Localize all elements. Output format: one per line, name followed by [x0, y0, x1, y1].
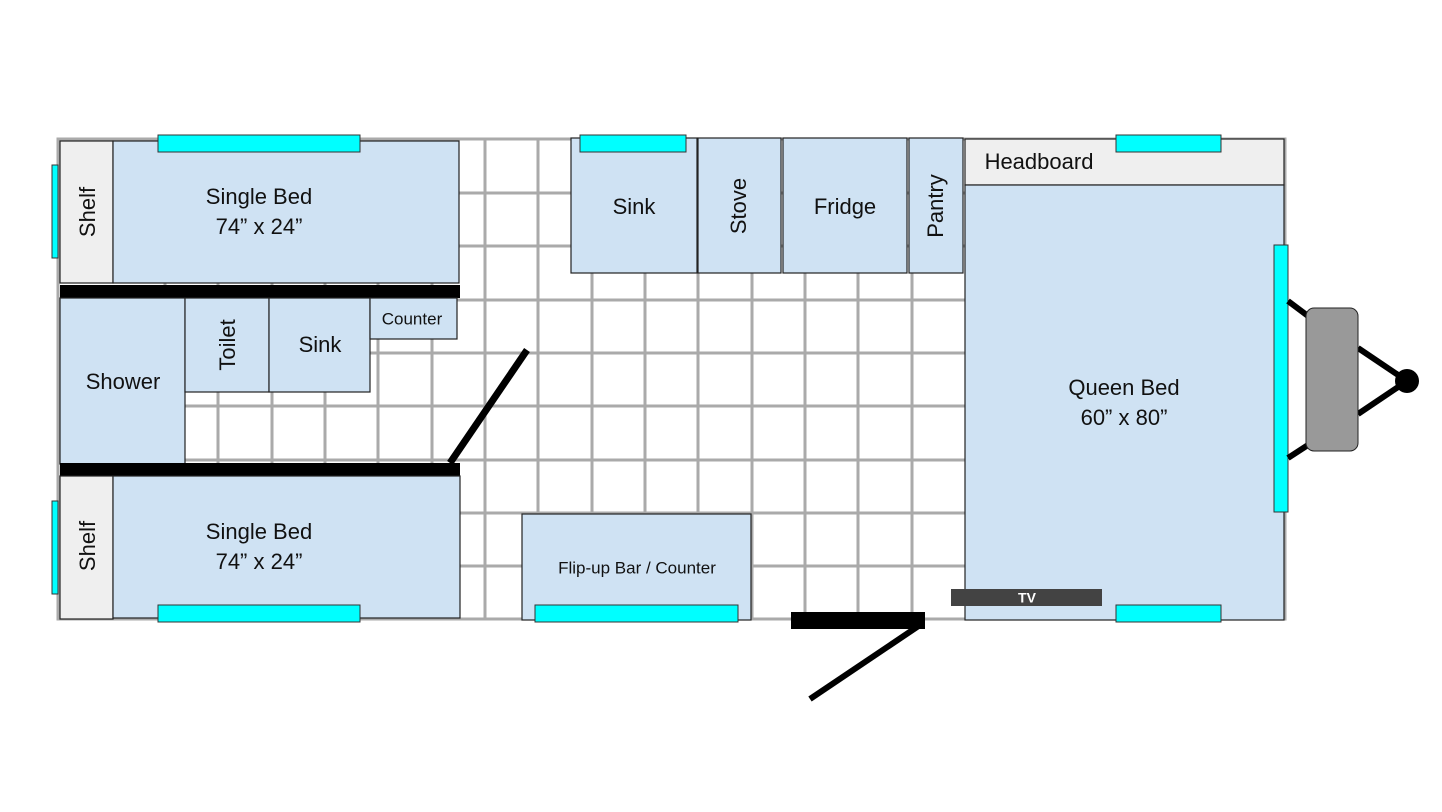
window-bedroom-bottom: [1115, 604, 1222, 623]
fridge: [782, 137, 908, 274]
queen-bed-label: Queen Bed: [1068, 375, 1179, 400]
wall-upper: [60, 285, 460, 298]
window-front: [1273, 244, 1289, 513]
single-bed-top-size: 74” x 24”: [216, 214, 303, 239]
shelf-bottom-label: Shelf: [75, 520, 100, 571]
shower: [59, 297, 186, 465]
queen-bed-size: 60” x 80”: [1081, 405, 1168, 430]
shower-label: Shower: [86, 369, 161, 394]
single-bed-bottom: [112, 475, 461, 619]
bathroom-counter-label: Counter: [382, 309, 443, 328]
window-bar: [534, 604, 739, 623]
single-bed-bottom-size: 74” x 24”: [216, 549, 303, 574]
fridge-label: Fridge: [814, 194, 876, 219]
single-bed-top: [112, 140, 460, 284]
window-bed-top: [157, 134, 361, 153]
stove: [697, 137, 782, 274]
kitchen-sink-label: Sink: [613, 194, 657, 219]
bathroom-door[interactable]: [447, 348, 530, 465]
tv: [951, 589, 1102, 606]
window-left-bottom: [51, 500, 59, 595]
bathroom-counter: [369, 297, 458, 340]
queen-bed: [964, 184, 1285, 621]
shelf-bottom: [59, 475, 114, 620]
tv-label: TV: [1018, 590, 1037, 606]
shelf-top-label: Shelf: [75, 186, 100, 237]
window-bedroom-top: [1115, 134, 1222, 153]
toilet: [184, 297, 270, 393]
window-left-top: [51, 164, 59, 259]
flip-up-bar-label: Flip-up Bar / Counter: [558, 558, 716, 577]
shelf-top: [59, 140, 114, 284]
single-bed-top-label: Single Bed: [206, 184, 312, 209]
pantry: [908, 137, 964, 274]
wall-lower: [60, 463, 460, 476]
kitchen-sink: [570, 137, 698, 274]
pantry-label: Pantry: [923, 174, 948, 238]
toilet-label: Toilet: [215, 319, 240, 370]
bathroom-sink-label: Sink: [299, 332, 343, 357]
window-bed-bottom: [157, 604, 361, 623]
hitch-tongue-icon: [1286, 298, 1419, 461]
entry-door-frame: [791, 612, 925, 629]
single-bed-bottom-label: Single Bed: [206, 519, 312, 544]
headboard-label: Headboard: [985, 149, 1094, 174]
entry-door[interactable]: [808, 622, 922, 702]
stove-label: Stove: [726, 178, 751, 234]
flip-up-bar: [521, 513, 752, 621]
bathroom-sink: [268, 297, 371, 393]
window-kitchen: [579, 134, 687, 153]
